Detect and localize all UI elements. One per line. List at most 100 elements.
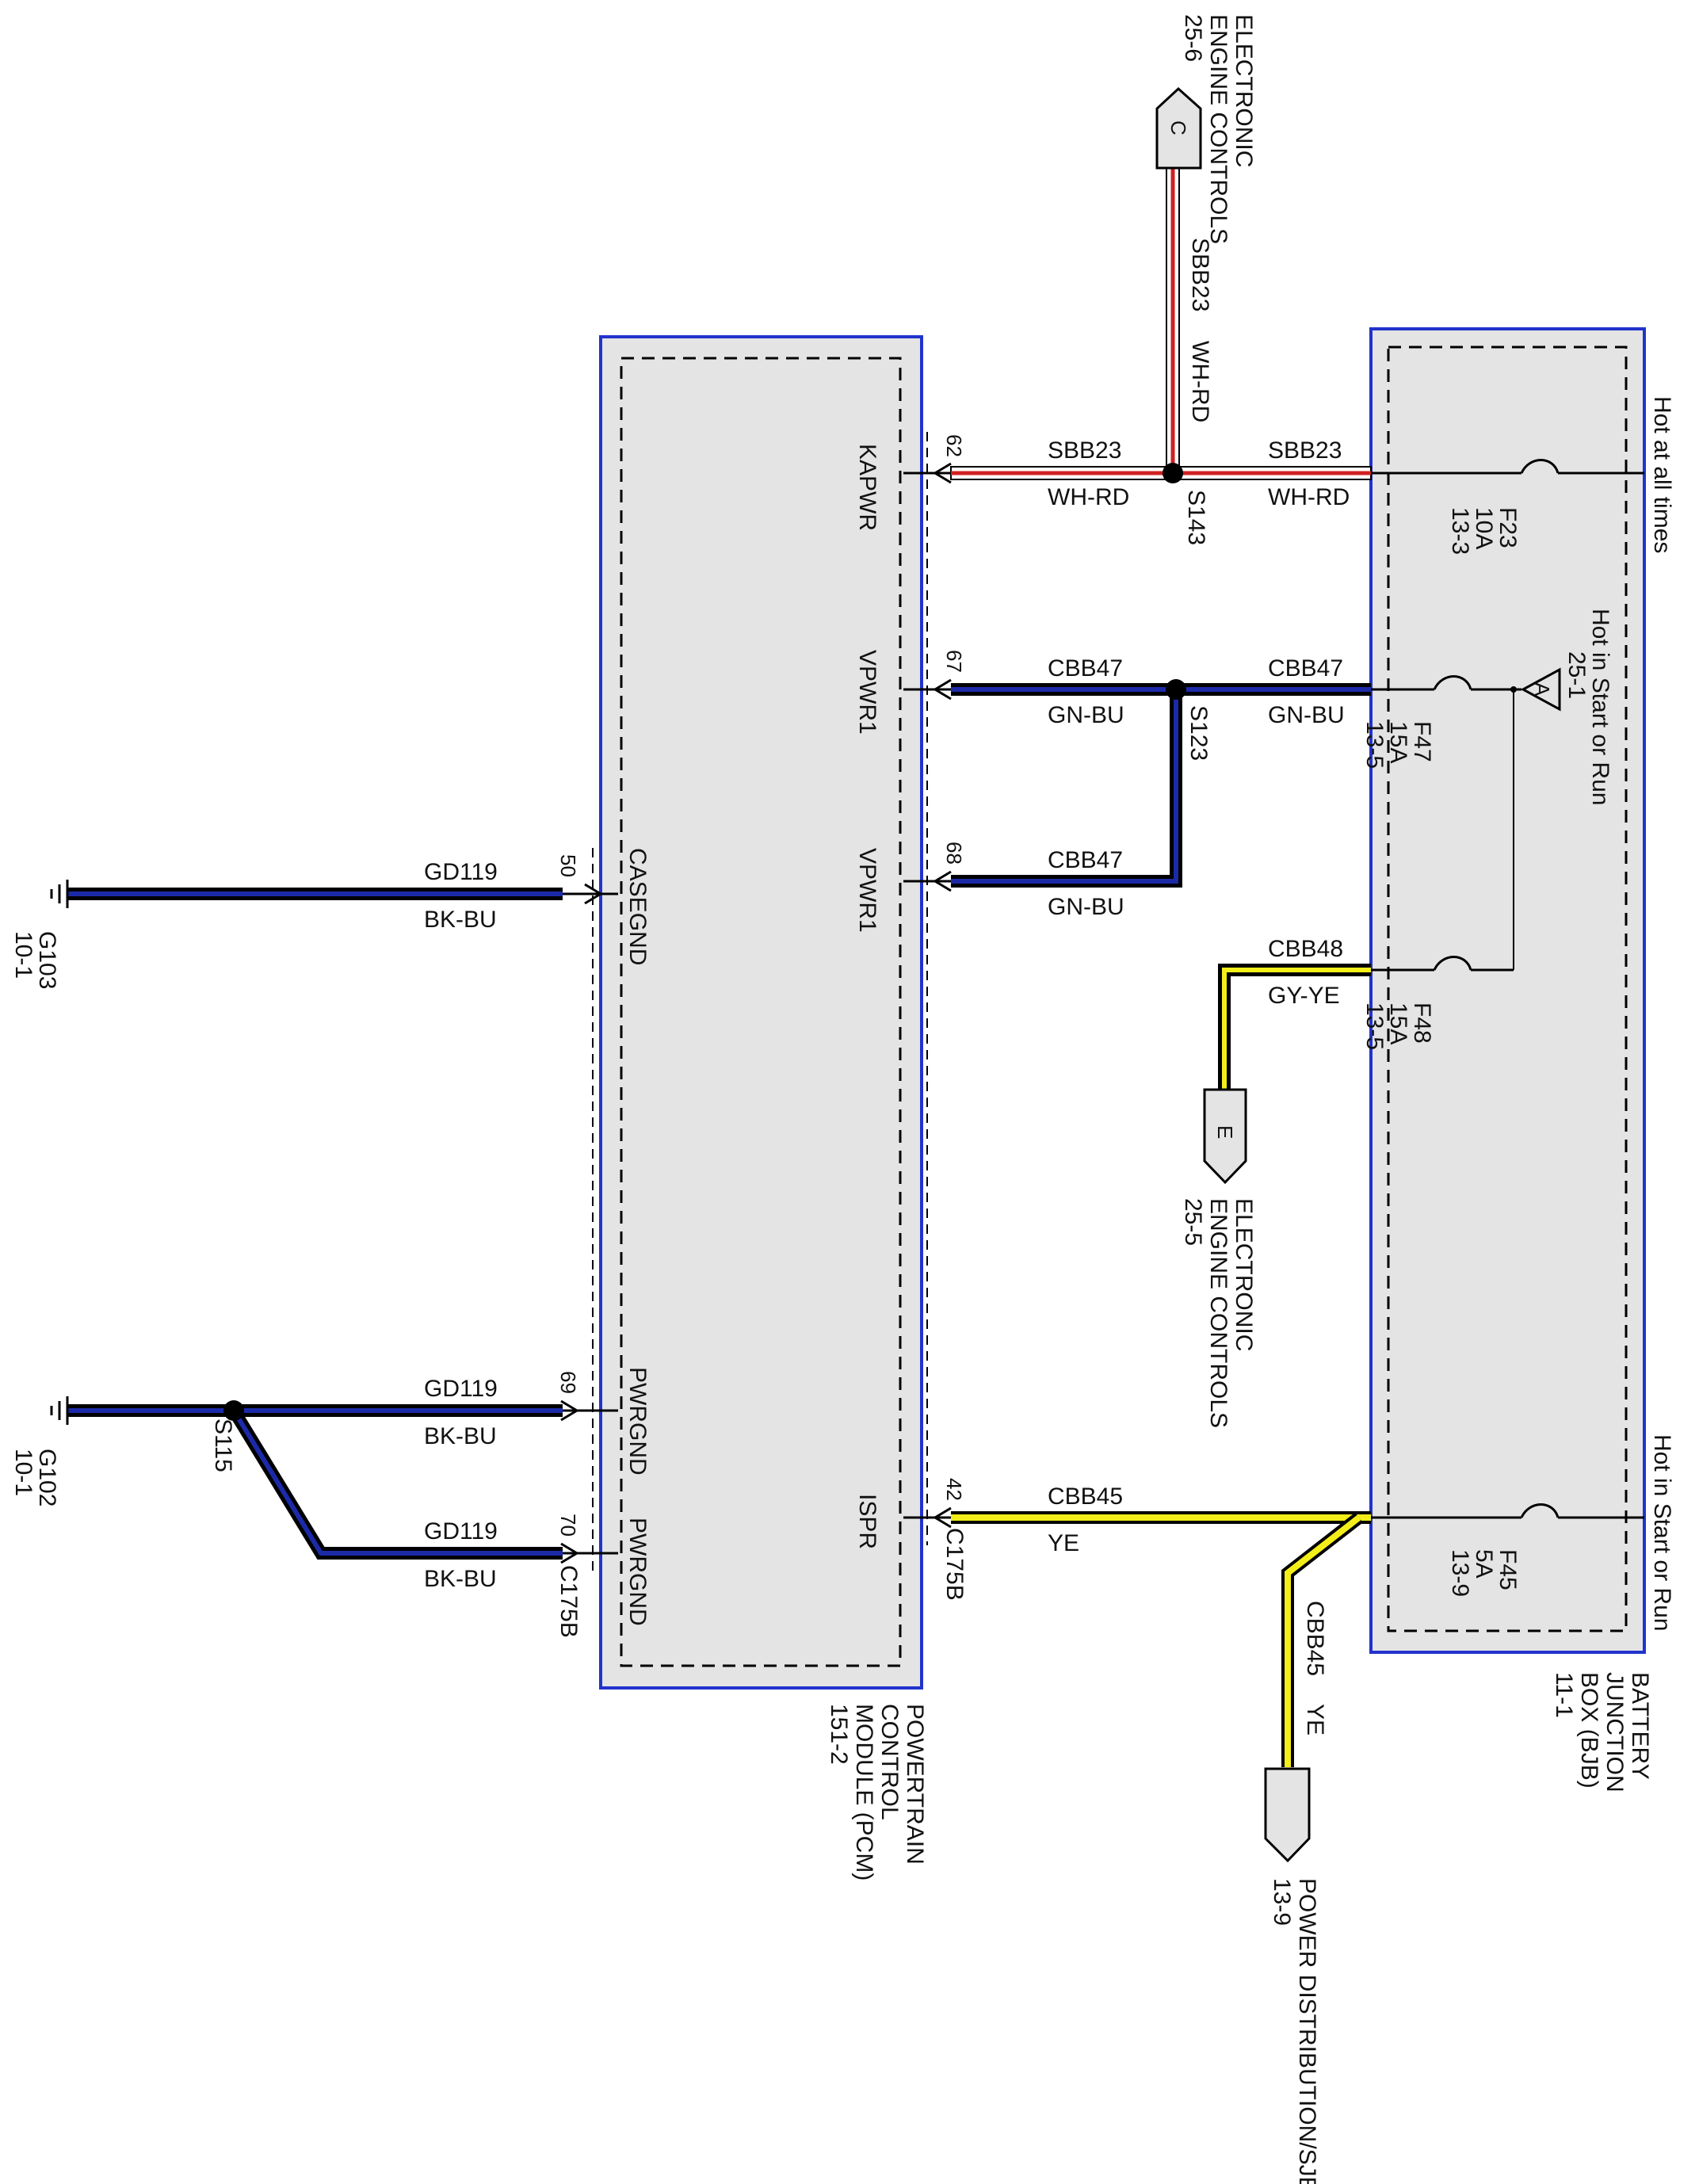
svg-text:10-1: 10-1 xyxy=(10,1449,36,1496)
svg-text:ENGINE CONTROLS: ENGINE CONTROLS xyxy=(1205,1198,1231,1428)
wire-label-gd119-50-id: GD119 xyxy=(424,859,498,885)
svg-text:F45: F45 xyxy=(1495,1549,1521,1590)
svg-text:C175B: C175B xyxy=(556,1565,582,1638)
wire-label-gd119-70-id: GD119 xyxy=(424,1518,498,1544)
svg-text:13-3: 13-3 xyxy=(1447,507,1473,555)
svg-text:CASEGND: CASEGND xyxy=(624,848,651,965)
svg-text:VPWR1: VPWR1 xyxy=(854,848,880,933)
svg-text:13-9: 13-9 xyxy=(1447,1549,1473,1597)
wire-label-cbb45-v: CBB45 YE xyxy=(1302,1601,1328,1735)
wire-cbb47-68 xyxy=(903,689,1182,888)
wire-label-sbb23-right-color: WH-RD xyxy=(1268,484,1350,510)
battery-junction-box: BATTERY JUNCTION BOX (BJB) 11-1 xyxy=(1369,327,1653,1793)
ground-g103: G103 10-1 xyxy=(10,880,69,989)
svg-text:C175B: C175B xyxy=(941,1528,968,1601)
pin-number-70: 70 xyxy=(556,1514,580,1537)
svg-text:ISPR: ISPR xyxy=(854,1494,880,1549)
pin-label-kapwr: KAPWR xyxy=(854,444,880,531)
svg-text:ELECTRONIC: ELECTRONIC xyxy=(1231,14,1257,167)
pin-number-50: 50 xyxy=(556,854,580,877)
splice-label-s123: S123 xyxy=(1185,705,1212,761)
connector-label-c175b: C175B xyxy=(941,1528,968,1601)
svg-text:11-1: 11-1 xyxy=(1551,1672,1577,1718)
offpage-a-triangle: A xyxy=(1520,667,1561,712)
svg-text:VPWR1: VPWR1 xyxy=(854,650,880,735)
splice-label-s115: S115 xyxy=(210,1418,236,1472)
svg-text:15A: 15A xyxy=(1385,721,1411,763)
splice-s115 xyxy=(223,1400,244,1421)
svg-text:25-1: 25-1 xyxy=(1563,651,1590,699)
svg-text:15A: 15A xyxy=(1385,1002,1411,1044)
svg-text:ELECTRONIC: ELECTRONIC xyxy=(1231,1198,1257,1351)
offpage-connector-c: C ELECTRONIC ENGINE CONTROLS 25-6 xyxy=(1155,14,1257,244)
wire-label-cbb45-h-color: YE xyxy=(1048,1530,1079,1556)
pin-label-vpwr1-b: VPWR1 xyxy=(854,848,880,933)
fuse-f47: F47 15A 13-5 xyxy=(1361,675,1521,970)
svg-text:WH-RD: WH-RD xyxy=(1187,341,1213,422)
svg-text:Hot at all times: Hot at all times xyxy=(1649,396,1675,553)
powertrain-control-module: POWERTRAIN CONTROL MODULE (PCM) 151-2 KA… xyxy=(599,335,928,1880)
wire-label-cbb47-68-color: GN-BU xyxy=(1048,894,1124,920)
wire-label-gd119-50-color: BK-BU xyxy=(424,907,497,933)
svg-text:F23: F23 xyxy=(1495,507,1521,548)
connector-label-c175b-ground: C175B xyxy=(556,1565,582,1638)
splice-label-s143: S143 xyxy=(1183,490,1209,545)
wire-gd119-50 xyxy=(67,888,618,900)
svg-text:Hot in Start or Run: Hot in Start or Run xyxy=(1587,609,1613,805)
svg-text:F47: F47 xyxy=(1409,721,1435,762)
pin-label-pwrgnd-a: PWRGND xyxy=(624,1367,651,1476)
wire-label-cbb48-id: CBB48 xyxy=(1268,936,1343,962)
svg-text:BATTERY: BATTERY xyxy=(1627,1672,1653,1780)
offpage-c-label: ELECTRONIC ENGINE CONTROLS 25-6 xyxy=(1180,14,1257,244)
offpage-connector-e: E ELECTRONIC ENGINE CONTROLS 25-5 xyxy=(1180,1088,1257,1428)
svg-text:CONTROL: CONTROL xyxy=(876,1704,903,1820)
svg-text:POWERTRAIN: POWERTRAIN xyxy=(902,1704,928,1865)
pin-label-vpwr1-a: VPWR1 xyxy=(854,650,880,735)
svg-text:13-9: 13-9 xyxy=(1269,1878,1295,1926)
svg-text:YE: YE xyxy=(1302,1704,1328,1735)
offpage-connector-power-distribution: POWER DISTRIBUTION/SJB 13-9 xyxy=(1264,1767,1320,2184)
svg-text:CBB45: CBB45 xyxy=(1302,1601,1328,1676)
pin-arrows xyxy=(560,462,952,1564)
svg-text:13-5: 13-5 xyxy=(1361,1002,1388,1050)
wire-label-sbb23-left-color: WH-RD xyxy=(1048,484,1129,510)
pin-label-ispr: ISPR xyxy=(854,1494,880,1549)
wire-cbb48 xyxy=(1218,964,1371,1090)
wire-label-gd119-70-color: BK-BU xyxy=(424,1566,497,1592)
wire-gd119-70 xyxy=(228,1407,618,1560)
hot-in-start-run-top-label: Hot in Start or Run 25-1 xyxy=(1563,609,1613,805)
svg-text:ENGINE CONTROLS: ENGINE CONTROLS xyxy=(1205,14,1231,244)
offpage-e-label: ELECTRONIC ENGINE CONTROLS 25-5 xyxy=(1180,1198,1257,1428)
wire-cbb45-vertical xyxy=(1281,1512,1363,1767)
pin-number-42: 42 xyxy=(942,1478,966,1501)
wire-label-gd119-69-color: BK-BU xyxy=(424,1423,497,1449)
wire-label-cbb47-right-color: GN-BU xyxy=(1268,702,1345,728)
wire-cbb47-left xyxy=(903,683,1176,696)
wire-sbb23-right xyxy=(1172,466,1372,480)
svg-text:68: 68 xyxy=(942,842,966,865)
pcm-inner-dashed xyxy=(620,357,902,1667)
pin-number-69: 69 xyxy=(556,1371,580,1394)
wire-label-sbb23-right-id: SBB23 xyxy=(1268,437,1342,464)
wire-label-sbb23-left-id: SBB23 xyxy=(1048,437,1121,464)
wire-gd119-69 xyxy=(67,1404,618,1417)
svg-text:S123: S123 xyxy=(1185,705,1212,761)
pcm-outline xyxy=(599,335,923,1690)
svg-text:25-6: 25-6 xyxy=(1180,14,1206,62)
svg-text:62: 62 xyxy=(942,434,966,457)
ground-g102: G102 10-1 xyxy=(10,1396,69,1506)
svg-text:69: 69 xyxy=(556,1371,580,1394)
svg-text:G103: G103 xyxy=(34,931,60,989)
svg-text:C: C xyxy=(1166,120,1190,136)
wire-label-gd119-69-id: GD119 xyxy=(424,1376,498,1402)
svg-text:S115: S115 xyxy=(210,1418,236,1472)
wire-label-cbb47-right-id: CBB47 xyxy=(1268,655,1343,682)
wire-label-cbb47-left-color: GN-BU xyxy=(1048,702,1124,728)
svg-text:67: 67 xyxy=(942,650,966,673)
svg-text:13-5: 13-5 xyxy=(1361,721,1388,769)
pin-number-62: 62 xyxy=(942,434,966,457)
wire-label-sbb23-vert: SBB23 WH-RD xyxy=(1187,238,1213,422)
svg-text:KAPWR: KAPWR xyxy=(854,444,880,531)
svg-text:JUNCTION: JUNCTION xyxy=(1602,1672,1628,1793)
